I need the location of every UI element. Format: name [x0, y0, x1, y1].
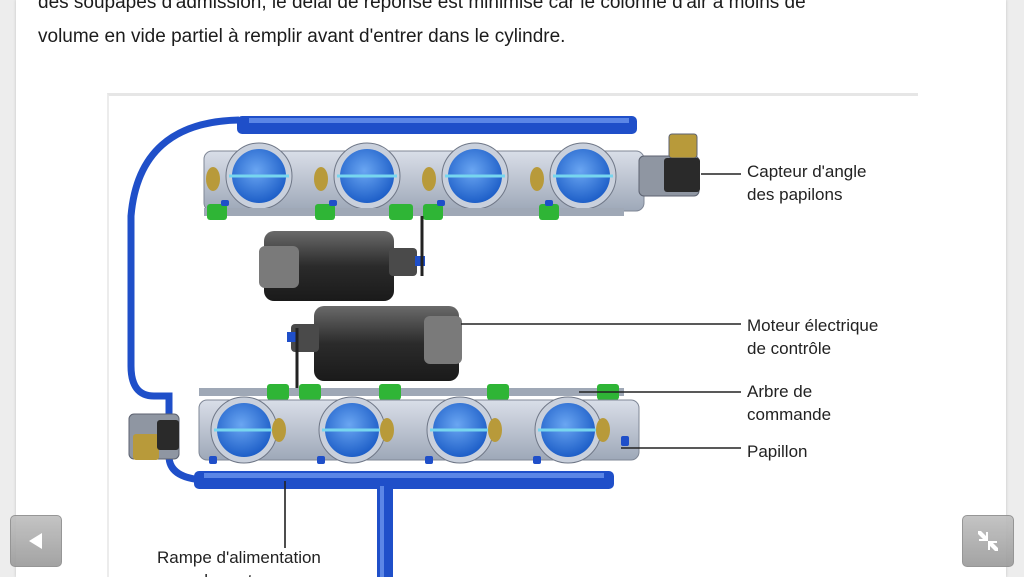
- article-paragraph: des soupapes d'admission, le délai de ré…: [38, 0, 998, 54]
- fuel-line: [127, 116, 240, 484]
- throttle-system-diagram: Capteur d'angle des papilons Moteur élec…: [107, 93, 918, 577]
- upper-actuator-motor: [259, 216, 425, 301]
- previous-page-button[interactable]: [10, 515, 62, 567]
- leader-lines: [284, 173, 741, 548]
- paragraph-line-1: des soupapes d'admission, le délai de ré…: [38, 0, 806, 13]
- lower-control-shaft: [199, 388, 624, 396]
- upper-control-shaft: [204, 208, 624, 216]
- lower-actuator-motor: [287, 306, 462, 388]
- lower-angle-sensor: [128, 413, 180, 460]
- label-throttle-angle-sensor: Capteur d'angle des papilons: [747, 162, 867, 204]
- label-electric-motor: Moteur électrique de contrôle: [747, 316, 879, 358]
- label-fuel-rail: Rampe d'alimentation en carburant: [157, 548, 321, 577]
- triangle-left-icon: [29, 533, 42, 549]
- shrink-arrows-icon: [978, 531, 998, 551]
- diagram-drawing: [127, 116, 741, 577]
- throttle-angle-sensor: [638, 133, 700, 197]
- lower-throttle-bank: [198, 384, 640, 464]
- upper-throttle-bank: [203, 142, 645, 220]
- label-throttle-valve: Papillon: [747, 442, 808, 461]
- label-control-shaft: Arbre de commande: [747, 382, 832, 424]
- fuel-feed-pipe: [377, 486, 393, 577]
- paragraph-line-2: volume en vide partiel à remplir avant d…: [38, 26, 566, 47]
- exit-fullscreen-button[interactable]: [962, 515, 1014, 567]
